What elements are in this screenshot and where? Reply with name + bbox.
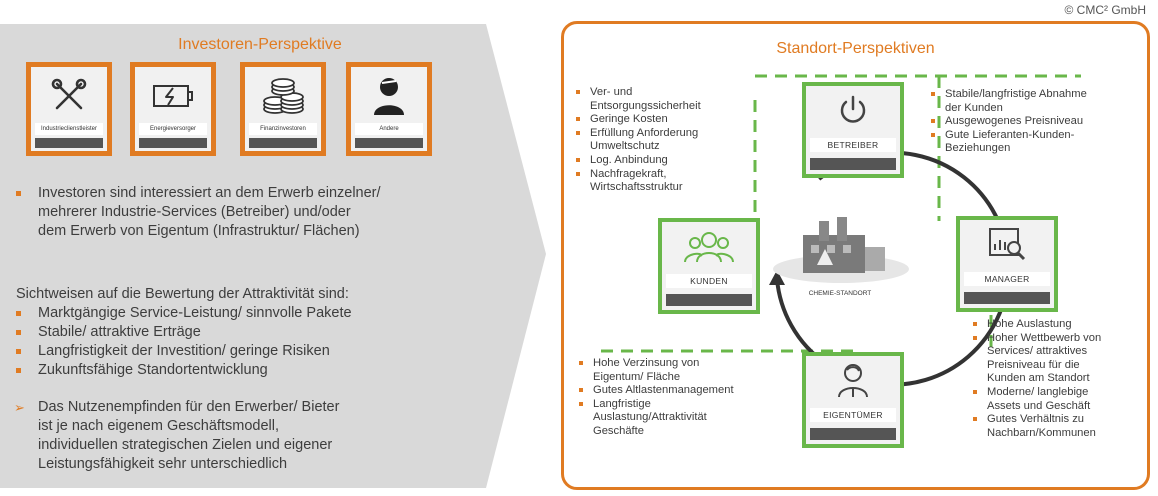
bullet-item: Geringe Kosten xyxy=(575,113,745,127)
bullet-item: Nachfragekraft,Wirtschaftsstruktur xyxy=(575,168,745,195)
intro-line: mehrerer Industrie-Services (Betreiber) … xyxy=(38,204,351,220)
investor-card-label: Andere xyxy=(355,123,423,135)
investor-conclusion: ➢Das Nutzenempfinden für den Erwerber/ B… xyxy=(12,398,492,474)
investor-views: Sichtweisen auf die Bewertung der Attrak… xyxy=(12,285,492,380)
investor-card-finanz: Finanzinvestoren xyxy=(240,62,326,156)
standort-title: Standort-Perspektiven xyxy=(776,40,935,57)
intro-line: dem Erwerb von Eigentum (Infrastruktur/ … xyxy=(38,223,360,239)
conclusion-line: ➢Das Nutzenempfinden für den Erwerber/ B… xyxy=(14,399,340,415)
views-heading: Sichtweisen auf die Bewertung der Attrak… xyxy=(16,286,349,302)
standort-frame xyxy=(561,21,1150,490)
chart-magnifier-icon xyxy=(960,224,1054,264)
node-kunden: KUNDEN xyxy=(658,218,760,314)
coins-icon xyxy=(245,73,321,119)
person-icon xyxy=(351,73,427,119)
node-label: BETREIBER xyxy=(810,138,896,152)
arrow-bullet-icon: ➢ xyxy=(14,400,25,415)
node-label: KUNDEN xyxy=(666,274,752,288)
investor-card-bar xyxy=(35,138,103,148)
investor-card-industrie: Industrieclienstleister xyxy=(26,62,112,156)
owner-icon xyxy=(806,360,900,400)
bullet-item: Ausgewogenes Preisniveau xyxy=(930,115,1140,129)
node-eigentuemer: EIGENTÜMER xyxy=(802,352,904,448)
conclusion-line: Leistungsfähigkeit sehr unterschiedlich xyxy=(38,456,288,472)
investor-card-label: Finanzinvestoren xyxy=(249,123,317,135)
views-item: Langfristigkeit der Investition/ geringe… xyxy=(12,342,492,361)
node-bar xyxy=(810,158,896,170)
investor-card-energie: Energieversorger xyxy=(130,62,216,156)
node-label: EIGENTÜMER xyxy=(810,408,896,422)
node-bar xyxy=(810,428,896,440)
power-icon xyxy=(806,90,900,130)
chemie-building-icon xyxy=(773,217,909,283)
battery-icon xyxy=(135,73,211,119)
tools-icon xyxy=(31,73,107,119)
views-item: Stabile/ attraktive Erträge xyxy=(12,323,492,342)
bullet-item: Hohe Auslastung xyxy=(972,318,1142,332)
copyright: © CMC² GmbH xyxy=(1064,3,1146,17)
investor-title: Investoren-Perspektive xyxy=(178,36,342,53)
node-betreiber: BETREIBER xyxy=(802,82,904,178)
conclusion-line: ist je nach eigenem Geschäftsmodell, xyxy=(38,418,279,434)
investor-card-andere: Andere xyxy=(346,62,432,156)
investor-card-label: Industrieclienstleister xyxy=(35,123,103,135)
investor-intro: Investoren sind interessiert an dem Erwe… xyxy=(12,184,492,241)
node-label: MANAGER xyxy=(964,272,1050,286)
node-manager: MANAGER xyxy=(956,216,1058,312)
node-bar xyxy=(666,294,752,306)
node-bar xyxy=(964,292,1050,304)
investor-card-label: Energieversorger xyxy=(139,123,207,135)
views-item: Zukunftsfähige Standortentwicklung xyxy=(12,361,492,380)
bullet-item: Gute Lieferanten-Kunden-Beziehungen xyxy=(930,129,1140,156)
conclusion-line: individuellen strategischen Zielen und e… xyxy=(38,437,333,453)
investor-card-bar xyxy=(249,138,317,148)
investor-card-bar xyxy=(139,138,207,148)
views-item: Marktgängige Service-Leistung/ sinnvolle… xyxy=(12,304,492,323)
center-label: CHEMIE-STANDORT xyxy=(808,290,872,297)
intro-line: Investoren sind interessiert an dem Erwe… xyxy=(12,184,492,203)
people-icon xyxy=(662,226,756,266)
bullet-item: Log. Anbindung xyxy=(575,154,745,168)
investor-card-bar xyxy=(355,138,423,148)
bullet-item: Gutes Altlastenmanagement xyxy=(578,384,778,398)
